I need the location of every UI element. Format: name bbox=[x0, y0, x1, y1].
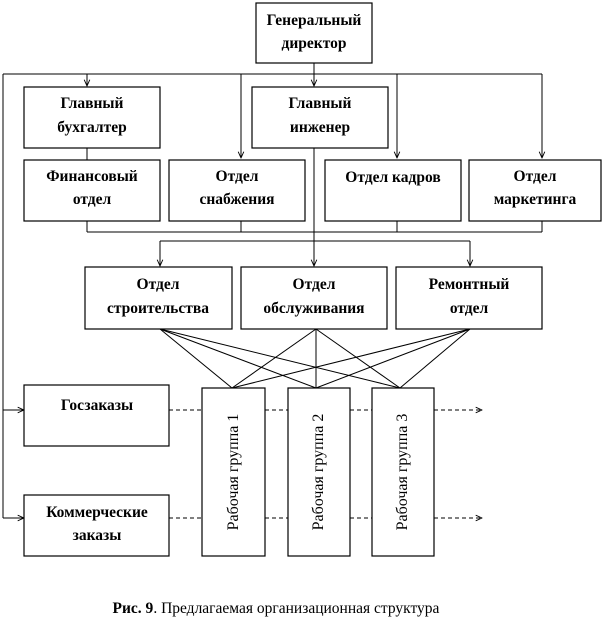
box-supply-dept: Отдел снабжения bbox=[168, 159, 306, 222]
box-construction-dept-line-1: Отдел bbox=[137, 276, 180, 293]
box-service-dept-line-1: Отдел bbox=[293, 276, 336, 293]
box-work-group-1: Рабочая группа 1 bbox=[201, 387, 266, 557]
box-chief-engineer-line-2: инженер bbox=[290, 119, 350, 136]
box-supply-dept-line-2: снабжения bbox=[199, 191, 274, 208]
box-chief-accountant-line-2: бухгалтер bbox=[57, 119, 126, 136]
box-finance-dept: Финансовый отдел bbox=[23, 159, 161, 222]
work-group-1-label: Рабочая группа 1 bbox=[225, 414, 242, 531]
box-commercial-orders-line-1: Коммерческие bbox=[46, 504, 148, 521]
box-finance-dept-line-2: отдел bbox=[73, 191, 112, 208]
box-chief-accountant: Главный бухгалтер bbox=[23, 86, 161, 149]
box-marketing-dept-line-2: маркетинга bbox=[494, 191, 577, 208]
box-construction-dept: Отдел строительства bbox=[84, 266, 233, 330]
box-chief-accountant-line-1: Главный bbox=[61, 95, 124, 112]
connector-lines bbox=[2, 63, 542, 518]
box-marketing-dept-line-1: Отдел bbox=[514, 168, 557, 185]
box-gov-orders-line-1: Госзаказы bbox=[61, 397, 133, 414]
box-service-dept-line-2: обслуживания bbox=[263, 300, 364, 317]
box-general-director: Генеральный директор bbox=[255, 2, 373, 64]
box-commercial-orders: Коммерческие заказы bbox=[23, 494, 170, 557]
figure-caption: Рис. 9. Предлагаемая организационная стр… bbox=[113, 600, 440, 617]
caption-label: Рис. 9 bbox=[113, 600, 154, 617]
box-work-group-2: Рабочая группа 2 bbox=[287, 387, 351, 557]
box-commercial-orders-line-2: заказы bbox=[73, 527, 122, 544]
box-construction-dept-line-2: строительства bbox=[107, 300, 209, 317]
box-hr-dept-line-1: Отдел кадров bbox=[345, 169, 440, 186]
box-repair-dept-line-2: отдел bbox=[450, 300, 489, 317]
box-work-group-3: Рабочая группа 3 bbox=[371, 387, 435, 557]
box-repair-dept-line-1: Ремонтный bbox=[429, 276, 510, 293]
box-gov-orders: Госзаказы bbox=[23, 384, 170, 447]
box-supply-dept-line-1: Отдел bbox=[216, 168, 259, 185]
box-hr-dept: Отдел кадров bbox=[324, 159, 462, 222]
box-marketing-dept: Отдел маркетинга bbox=[468, 159, 602, 222]
box-repair-dept: Ремонтный отдел bbox=[395, 266, 543, 330]
box-finance-dept-line-1: Финансовый bbox=[46, 168, 138, 185]
box-general-director-line-1: Генеральный bbox=[267, 12, 362, 29]
box-chief-engineer: Главный инженер bbox=[251, 86, 389, 149]
caption-text: . Предлагаемая организационная структура bbox=[153, 600, 439, 617]
work-group-3-label: Рабочая группа 3 bbox=[394, 414, 411, 531]
box-chief-engineer-line-1: Главный bbox=[289, 95, 352, 112]
box-general-director-line-2: директор bbox=[282, 35, 347, 52]
work-group-2-label: Рабочая группа 2 bbox=[310, 414, 327, 531]
box-service-dept: Отдел обслуживания bbox=[240, 266, 388, 330]
